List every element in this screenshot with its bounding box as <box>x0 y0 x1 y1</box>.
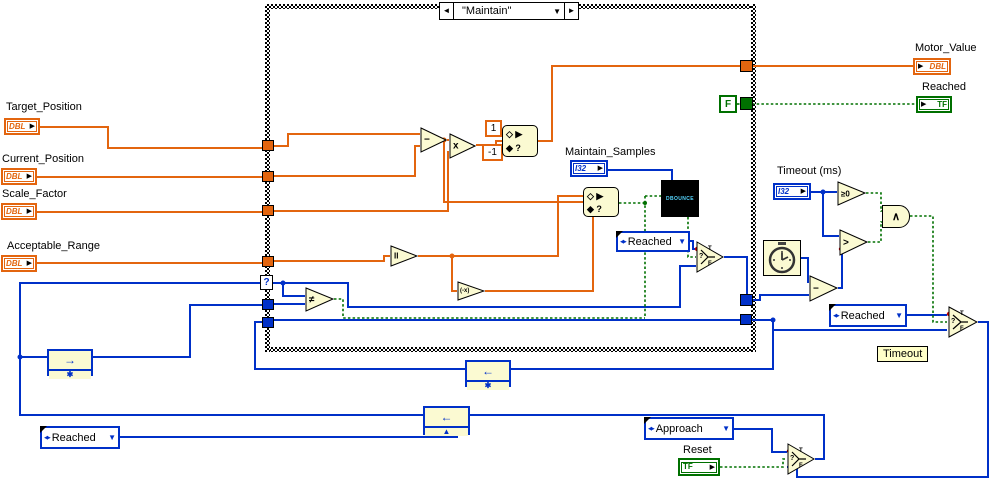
case-dropdown-icon[interactable]: ▼ <box>553 6 561 16</box>
motor-value-label: Motor_Value <box>915 42 977 54</box>
wire-target-position <box>38 126 262 149</box>
reset-terminal[interactable]: TF▶ <box>678 458 720 476</box>
wire-reached-init <box>120 435 458 438</box>
wire-approach <box>734 428 787 453</box>
case-structure-border-right[interactable] <box>751 4 756 352</box>
enum-dropdown-icon[interactable]: ▼ <box>108 433 116 442</box>
output-arrow-icon: ▶ <box>26 173 32 180</box>
constant-false[interactable]: F <box>719 95 737 113</box>
feedback-node-loop[interactable]: ← ✱ <box>465 360 511 390</box>
enum-spinner-icon[interactable]: ◀▶ <box>833 312 840 319</box>
reset-label: Reset <box>683 444 712 456</box>
negate-function[interactable]: (-x) <box>457 281 485 301</box>
case-selector: ◄ "Maintain" ▼ ► <box>439 2 579 20</box>
tunnel-state-b[interactable] <box>262 317 274 328</box>
tunnel-range[interactable] <box>262 256 274 267</box>
tunnel-reached-out[interactable] <box>740 97 753 110</box>
reached-label: Reached <box>922 81 967 93</box>
clock-icon <box>768 242 796 274</box>
subtract-time-function[interactable]: − <box>809 275 838 302</box>
enum-spinner-icon[interactable]: ◀▶ <box>648 425 655 432</box>
acceptable-range-label: Acceptable_Range <box>7 240 100 252</box>
tunnel-current[interactable] <box>262 171 274 182</box>
enum-reached-timeout[interactable]: ◀▶ Reached ▼ <box>829 304 907 327</box>
feedback-init-input-icon: ▲ <box>442 427 451 436</box>
greater-than-function[interactable]: > <box>839 229 868 256</box>
tunnel-state-out[interactable] <box>740 314 752 325</box>
scale-factor-terminal[interactable]: DBL▶ <box>1 203 37 220</box>
in-range-coerce-position[interactable]: ◇ ▶ ◆ ? <box>583 187 619 217</box>
tunnel-tick-out[interactable] <box>740 294 753 306</box>
enum-fold-icon <box>40 426 47 433</box>
wire-reset <box>720 458 787 468</box>
tunnel-target[interactable] <box>262 140 274 151</box>
timeout-ms-label: Timeout (ms) <box>777 165 842 177</box>
case-selector-value[interactable]: "Maintain" ▼ <box>454 3 564 19</box>
enum-fold-icon <box>644 417 651 424</box>
feedback-arrow-right-icon: → <box>64 353 76 367</box>
output-arrow-icon: ▶ <box>800 188 806 195</box>
constant-minus-one[interactable]: -1 <box>482 144 503 161</box>
wire-motor-value <box>538 65 740 142</box>
select-function-reset[interactable]: ? T F <box>787 443 815 475</box>
enum-reached-case[interactable]: ◀▶ Reached ▼ <box>616 231 690 252</box>
maintain-samples-label: Maintain_Samples <box>565 146 656 158</box>
feedback-init-icon: ✱ <box>66 370 74 379</box>
not-equal-function[interactable]: ≠ <box>305 287 334 312</box>
multiply-function[interactable]: x <box>449 133 476 159</box>
output-arrow-icon: ▶ <box>597 165 603 172</box>
current-position-terminal[interactable]: DBL▶ <box>1 168 37 185</box>
acceptable-range-terminal[interactable]: DBL▶ <box>1 255 37 272</box>
case-next-button[interactable]: ► <box>564 3 578 19</box>
target-position-terminal[interactable]: DBL▶ <box>4 118 40 135</box>
in-range-coerce-motor[interactable]: ◇ ▶ ◆ ? <box>502 125 538 157</box>
feedback-node-forward[interactable]: → ✱ <box>47 349 93 379</box>
output-arrow-icon: ▶ <box>26 260 32 267</box>
output-arrow-icon: ▶ <box>26 208 32 215</box>
input-arrow-icon: ▶ <box>921 101 927 108</box>
output-arrow-icon: ▶ <box>709 463 715 471</box>
maintain-samples-terminal[interactable]: I32▶ <box>570 160 608 177</box>
tunnel-state-a[interactable] <box>262 299 274 310</box>
current-position-label: Current_Position <box>2 153 84 165</box>
wire-maintain-samples <box>608 169 673 180</box>
enum-dropdown-icon[interactable]: ▼ <box>678 237 686 246</box>
feedback-node-state[interactable]: ← ▲ <box>423 406 470 436</box>
enum-dropdown-icon[interactable]: ▼ <box>722 424 730 433</box>
absolute-value-function[interactable]: II <box>390 245 418 267</box>
input-arrow-icon: ▶ <box>918 63 924 70</box>
enum-dropdown-icon[interactable]: ▼ <box>895 311 903 320</box>
case-prev-button[interactable]: ◄ <box>440 3 454 19</box>
output-arrow-icon: ▶ <box>29 123 35 130</box>
target-position-label: Target_Position <box>6 101 82 113</box>
select-function-timeout[interactable]: ? T F <box>948 306 978 338</box>
case-structure-border-bottom[interactable] <box>265 347 756 352</box>
motor-value-terminal[interactable]: ▶DBL <box>913 58 951 75</box>
tick-count-function[interactable] <box>763 240 801 276</box>
debounce-subvi[interactable]: DBOUNCE <box>661 180 699 217</box>
timeout-ms-terminal[interactable]: I32▶ <box>773 183 811 200</box>
tunnel-motor-out[interactable] <box>740 60 753 72</box>
greater-equal-zero-function[interactable]: ≥0 <box>837 181 866 206</box>
case-selector-tunnel[interactable]: ? <box>260 275 273 290</box>
select-function-case[interactable]: ? T F <box>696 241 724 273</box>
feedback-arrow-left-icon: ← <box>482 364 494 378</box>
enum-reached-init[interactable]: ◀▶ Reached ▼ <box>40 426 120 449</box>
and-function[interactable]: ∧ <box>882 205 910 228</box>
feedback-arrow-left-icon: ← <box>440 410 453 424</box>
tunnel-scale[interactable] <box>262 205 274 216</box>
enum-fold-icon <box>829 304 836 311</box>
enum-approach[interactable]: ◀▶ Approach ▼ <box>644 417 734 440</box>
feedback-init-icon: ✱ <box>484 381 492 390</box>
enum-spinner-icon[interactable]: ◀▶ <box>44 434 51 441</box>
enum-spinner-icon[interactable]: ◀▶ <box>620 238 627 245</box>
reached-terminal[interactable]: ▶TF <box>916 96 952 113</box>
timeout-free-label: Timeout <box>877 346 929 362</box>
subtract-function[interactable]: − <box>420 127 447 153</box>
enum-fold-icon <box>616 231 623 238</box>
constant-one[interactable]: 1 <box>485 120 502 137</box>
scale-factor-label: Scale_Factor <box>2 188 67 200</box>
